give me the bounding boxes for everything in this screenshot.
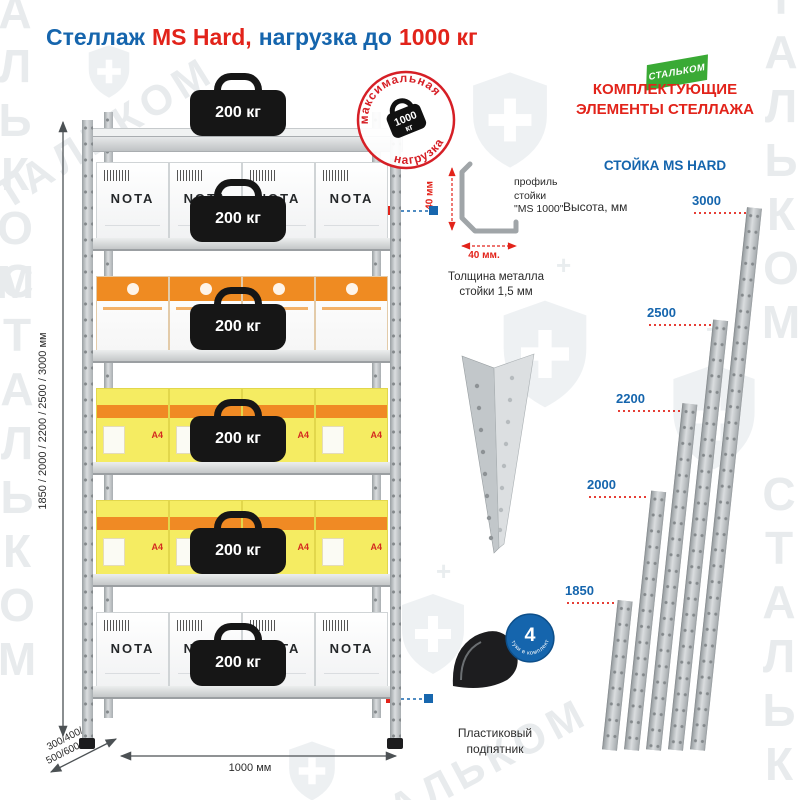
height-units-label: Высота, мм [563,200,628,214]
box-white: NOTA [315,162,388,240]
post-height-label-2500: 2500 [647,305,676,320]
profile-label: профиль стойки "MS 1000" [514,176,564,216]
box-brand-label: NOTA [329,641,374,656]
shelf-load-weight: 200 кг [190,304,286,350]
title-part-2: MS Hard, [152,24,252,50]
barcode [323,170,349,181]
box-white: NOTA [96,612,169,688]
barcode [177,620,203,631]
sparkle-plus: + [556,250,572,280]
plastic-foot-label: Пластиковый подпятник [457,726,533,756]
box-yellow: А4 [315,500,388,576]
kit-count: 4 [525,624,536,646]
post-height-label-2000: 2000 [587,477,616,492]
barcode [177,170,203,181]
shelf [84,462,401,475]
shelf-load-weight: 200 кг [190,90,286,136]
box-yellow: А4 [96,388,169,464]
box-white: NOTA [96,162,169,240]
shelf-load-weight: 200 кг [190,196,286,242]
stamp-weight-unit: кг [404,121,415,133]
box-brand-label: NOTA [329,191,374,206]
box-a4-label: А4 [370,542,382,552]
max-load-stamp: максимальная нагрузка 1000 кг [348,62,456,175]
watermark-text: СТАЛЬКОМ [0,255,43,687]
plastic-foot-image [452,631,518,688]
box-yellow: А4 [96,500,169,576]
rack-foot [79,738,95,749]
profile-thickness-note: Толщина металла стойки 1,5 мм [447,271,545,298]
post-angle-render [461,353,535,554]
post-height-label-2200: 2200 [616,391,645,406]
title-part-1: Стеллаж [46,24,145,50]
rack-front-post-right [390,120,401,742]
post-section-title: СТОЙКА MS HARD [603,158,727,173]
box-brand-label: NOTA [110,191,155,206]
box-brand-label: NOTA [110,641,155,656]
watermark-text: СТАЛЬКОМ [755,0,800,350]
profile-dim-horizontal: 40 мм. [468,250,500,261]
title-part-4: 1000 кг [398,24,478,50]
box-a4-label: А4 [297,542,309,552]
post-height-label-3000: 3000 [692,193,721,208]
kit-count-badge: 4 штуки в комплекте [502,610,555,663]
shelf-load-weight: 200 кг [190,416,286,462]
box-a4-label: А4 [297,430,309,440]
post-profile-diagram [448,161,519,250]
shelf [84,238,401,251]
shelf-load-weight: 200 кг [190,528,286,574]
box-a4-label: А4 [151,430,163,440]
box-orange [96,276,169,352]
rack-foot [387,738,403,749]
barcode [104,170,130,181]
shield-watermark [402,594,464,674]
box-white: NOTA [315,612,388,688]
sparkle-plus: + [436,556,452,586]
box-orange [315,276,388,352]
barcode [323,620,349,631]
title-part-3: нагрузка до [258,24,392,50]
barcode [104,620,130,631]
post-height-label-1850: 1850 [565,583,594,598]
rack-front-post-left [82,120,93,742]
box-a4-label: А4 [370,430,382,440]
watermark-text: СТАЛЬКОМ [753,468,800,800]
shelf [84,350,401,363]
shelf-load-weight: 200 кг [190,640,286,686]
dim-width-label: 1000 мм [228,762,272,774]
shield-watermark [88,45,130,98]
shelf [84,574,401,587]
shield-watermark [473,72,547,168]
shelf [84,686,401,699]
box-a4-label: А4 [151,542,163,552]
watermark-text: СТАЛЬКОМ [0,0,41,310]
box-yellow: А4 [315,388,388,464]
barcode [250,170,276,181]
barcode [250,620,276,631]
components-heading: КОМПЛЕКТУЮЩИЕ ЭЛЕМЕНТЫ СТЕЛЛАЖА [576,81,754,119]
